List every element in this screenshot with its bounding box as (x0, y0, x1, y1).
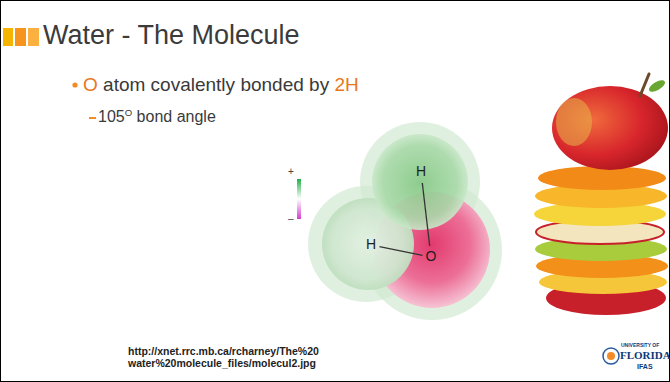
text-run: bonded (240, 74, 303, 95)
logo-university: UNIVERSITY OF (621, 343, 659, 349)
charge-plus: + (288, 166, 294, 178)
university-seal (603, 348, 619, 364)
apple-highlight (556, 98, 592, 146)
text-run (98, 74, 103, 95)
logo-florida: FLORIDA (620, 349, 670, 362)
bullet-dot (72, 82, 77, 87)
apple-stem (640, 74, 649, 96)
charge-scale-bar (297, 179, 301, 219)
logo-ifas: IFAS (637, 363, 653, 371)
atom-label-box: H (363, 234, 380, 256)
apple-leaf (647, 78, 667, 94)
molecule-illustration (308, 122, 502, 320)
text-run: 105 (98, 108, 125, 125)
atom-symbol: H (416, 164, 427, 179)
text-run: bond angle (132, 108, 216, 125)
orange-slice (538, 166, 666, 190)
source-url: http://xnet.rrc.mb.ca/rcharney/The%20 wa… (128, 345, 360, 369)
bullet-text: O atom covalently bonded by 2H (83, 74, 359, 96)
text-run: O (83, 74, 98, 95)
bond-line (380, 247, 423, 256)
charge-minus: – (288, 213, 294, 225)
title-square (15, 28, 26, 46)
text-run: by (309, 74, 329, 95)
atom-symbol: O (426, 249, 437, 264)
seal-center (607, 352, 615, 360)
sub-bullet-dash (89, 117, 96, 119)
title-square (3, 28, 13, 46)
text-run (304, 74, 309, 95)
title-square (28, 28, 39, 46)
text-run (235, 74, 240, 95)
slide-title: Water - The Molecule (43, 21, 300, 51)
text-run (145, 74, 150, 95)
apple-top (552, 86, 668, 170)
atom-label-box: O (423, 246, 440, 268)
text-run: 2H (334, 74, 358, 95)
fruit-stack-picture (534, 74, 668, 315)
seal-ring (603, 348, 619, 364)
sub-bullet-text: 105O bond angle (98, 107, 216, 127)
bond-line (422, 183, 429, 246)
text-run: covalently (151, 74, 236, 95)
atom-symbol: H (366, 237, 377, 252)
text-run: atom (103, 74, 145, 95)
atom-label-box: H (413, 161, 430, 183)
text-run: O (125, 107, 132, 118)
text-run (329, 74, 334, 95)
hydrogen-sphere (372, 134, 468, 230)
